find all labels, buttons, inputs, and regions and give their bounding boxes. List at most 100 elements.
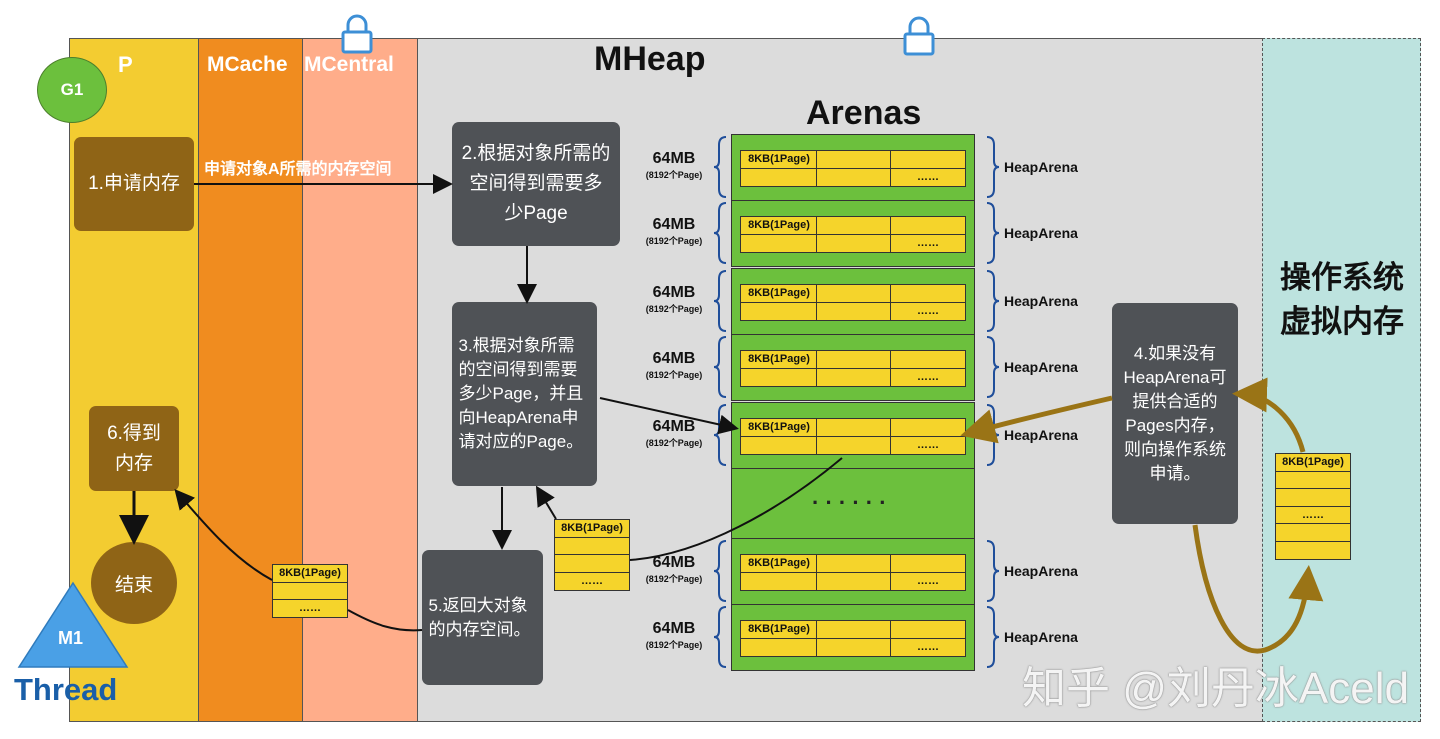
step2-text: 2.根据对象所需的空间得到需要多少Page	[461, 143, 611, 224]
mcache-title: MCache	[207, 53, 288, 76]
heap-arena-label: HeapArena	[1004, 563, 1078, 579]
arena-page-count: (8192个Page)	[645, 236, 703, 246]
arrow-pages-to-step3	[535, 485, 557, 520]
arena-size-label: 64MB (8192个Page)	[636, 554, 712, 586]
arena-size-label: 64MB (8192个Page)	[636, 620, 712, 652]
mheap-title: MHeap	[594, 40, 706, 78]
arena-page-count: (8192个Page)	[645, 304, 703, 314]
arrow-step3-to-heaparena	[599, 397, 739, 435]
left-brace	[713, 540, 727, 602]
heap-arena-label: HeapArena	[1004, 225, 1078, 241]
page-cell: 8KB(1Page)	[554, 519, 630, 538]
arrow-step4-to-heaparena	[960, 395, 1113, 444]
page-cell: ……	[890, 168, 966, 187]
page-cell: ……	[890, 234, 966, 253]
arena-page-count: (8192个Page)	[645, 640, 703, 650]
curve-arena-to-pages	[629, 457, 843, 561]
arena-size: 64MB	[652, 620, 696, 637]
heap-arena-block: 8KB(1Page)……	[731, 334, 975, 401]
left-brace	[713, 202, 727, 264]
arena-page-count: (8192个Page)	[645, 170, 703, 180]
step5-return-large-object: 5.返回大对象的内存空间。	[422, 550, 543, 685]
right-brace	[986, 336, 1000, 398]
heap-arena-label: HeapArena	[1004, 629, 1078, 645]
page-cell: ……	[890, 302, 966, 321]
page-cell	[1275, 540, 1351, 560]
heap-arena-block: 8KB(1Page) ……	[731, 538, 975, 605]
machine-m1-triangle	[17, 581, 129, 668]
arena-size-label: 64MB (8192个Page)	[636, 216, 712, 248]
heap-arena-block: 8KB(1Page)……	[731, 134, 975, 201]
arena-size-label: 64MB(8192个Page)	[636, 350, 712, 382]
page-cell: ……	[554, 571, 630, 591]
end-node: 结束	[91, 542, 177, 624]
step6-got-memory: 6.得到内存	[89, 406, 179, 491]
right-brace	[986, 136, 1000, 198]
m1-label: M1	[58, 628, 84, 648]
arena-size: 64MB	[652, 284, 696, 301]
page-cell: 8KB(1Page)	[1275, 453, 1351, 472]
p-title: P	[118, 52, 133, 77]
left-brace	[713, 606, 727, 668]
arrow-step4-to-os-loop	[1192, 524, 1324, 654]
arena-page-count: (8192个Page)	[645, 574, 703, 584]
step2-compute-pages: 2.根据对象所需的空间得到需要多少Page	[452, 122, 620, 246]
lock-icon	[341, 14, 373, 54]
left-brace	[713, 336, 727, 398]
step1-text: 1.申请内存	[88, 173, 180, 194]
heap-arena-block: 8KB(1Page)……	[731, 200, 975, 267]
arena-size-label: 64MB (8192个Page)	[636, 418, 712, 450]
step4-request-os: 4.如果没有HeapArena可提供合适的Pages内存，则向操作系统申请。	[1112, 303, 1238, 524]
page-cell: 8KB(1Page)	[272, 564, 348, 583]
right-brace	[986, 270, 1000, 332]
heap-arena-block: 8KB(1Page)……	[731, 268, 975, 335]
lock-icon	[903, 16, 935, 56]
step5-text: 5.返回大对象的内存空间。	[428, 595, 531, 639]
os-virtual-memory-column	[1262, 38, 1421, 722]
arena-size-label: 64MB(8192个Page)	[636, 150, 712, 182]
os-virtual-memory-title: 操作系统 虚拟内存	[1280, 260, 1404, 339]
arrow1-label: 申请对象A所需的内存空间	[204, 161, 392, 178]
page-cell: ……	[890, 572, 966, 591]
arena-gap-dots: · · · · · ·	[812, 490, 887, 515]
arrow-pages-to-step6	[174, 488, 273, 581]
left-brace	[713, 404, 727, 466]
arena-page-count: (8192个Page)	[645, 438, 703, 448]
right-brace	[986, 202, 1000, 264]
step6-text: 6.得到内存	[107, 422, 161, 474]
page-cell: ……	[890, 638, 966, 657]
step1-request-memory: 1.申请内存	[74, 137, 194, 231]
page-cell: ……	[890, 436, 966, 455]
heap-arena-label: HeapArena	[1004, 293, 1078, 309]
left-brace	[713, 270, 727, 332]
page-group-mcentral: 8KB(1Page) ……	[272, 564, 348, 618]
heap-arena-block: 8KB(1Page)……	[731, 604, 975, 671]
thread-label: Thread	[14, 672, 118, 707]
arena-size: 64MB	[652, 418, 696, 435]
right-brace	[986, 540, 1000, 602]
page-cell: ……	[272, 599, 348, 618]
left-brace	[713, 136, 727, 198]
goroutine-g1: G1	[37, 57, 107, 123]
end-text: 结束	[114, 574, 153, 596]
heap-arena-label: HeapArena	[1004, 359, 1078, 375]
page-cell: 8KB(1Page)	[740, 554, 818, 573]
page-group-os: 8KB(1Page) ……	[1275, 453, 1351, 560]
page-cell: 8KB(1Page)	[740, 418, 818, 437]
g1-label: G1	[60, 80, 84, 99]
heap-arena-label: HeapArena	[1004, 159, 1078, 175]
arena-size: 64MB	[652, 216, 696, 233]
right-brace	[986, 606, 1000, 668]
arena-size: 64MB	[652, 350, 696, 367]
step3-request-heaparena: 3.根据对象所需的空间得到需要多少Page，并且向HeapArena申请对应的P…	[452, 302, 597, 486]
mcentral-title: MCentral	[304, 53, 394, 76]
arena-size-label: 64MB (8192个Page)	[636, 284, 712, 316]
arrow-os-to-step4	[1232, 377, 1306, 453]
arena-size: 64MB	[652, 554, 696, 571]
page-cell: ……	[890, 368, 966, 387]
arena-gap	[731, 468, 975, 538]
curve-step5-to-pages	[347, 609, 423, 632]
watermark: 知乎 @刘丹冰Aceld	[1022, 664, 1409, 713]
step3-text: 3.根据对象所需的空间得到需要多少Page，并且向HeapArena申请对应的P…	[458, 336, 584, 451]
